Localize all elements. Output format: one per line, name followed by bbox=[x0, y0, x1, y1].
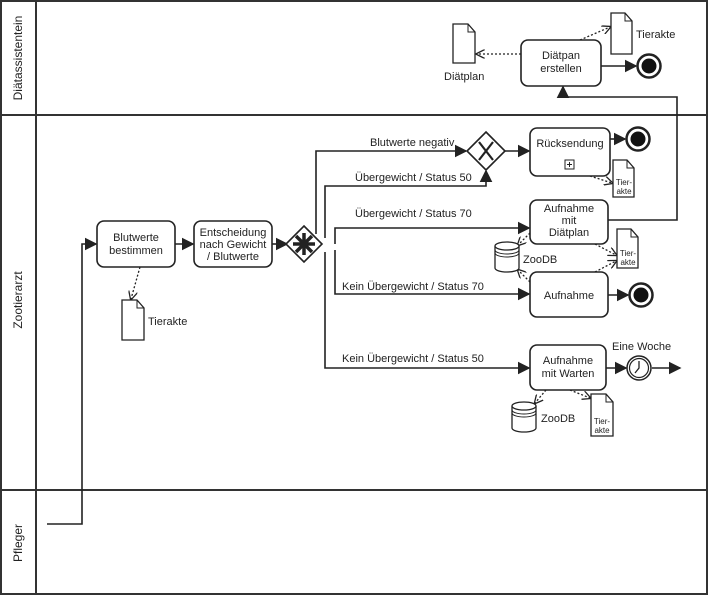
datastore-zoodb: ZooDB bbox=[511, 401, 575, 433]
lane-label-pfleger: Pfleger bbox=[11, 524, 25, 562]
timer-label: Eine Woche bbox=[612, 341, 671, 353]
lane-label-zootierarzt: Zootierarzt bbox=[11, 271, 25, 329]
end-event bbox=[625, 126, 651, 152]
flow-label-blutwerte-negativ: Blutwerte negativ bbox=[370, 137, 455, 149]
asterisk-icon bbox=[293, 233, 315, 255]
end-event bbox=[636, 53, 662, 79]
svg-text:Diätplan: Diätplan bbox=[444, 71, 484, 83]
sequence-flows bbox=[47, 59, 682, 525]
document-diaetplan: Diätplan bbox=[444, 23, 484, 83]
flow-label-kein-uebergewicht-70: Kein Übergewicht / Status 70 bbox=[342, 281, 484, 293]
document-tierakte: Tier-akte bbox=[590, 393, 614, 437]
document-tierakte: Tierakte bbox=[610, 12, 675, 55]
lane-label-diaetassistentin: Diätassistentein bbox=[11, 16, 25, 101]
flow-label-uebergewicht-50: Übergewicht / Status 50 bbox=[355, 172, 472, 184]
x-icon bbox=[478, 141, 494, 161]
document-tierakte: Tier-akte bbox=[616, 228, 639, 269]
svg-text:Rücksendung: Rücksendung bbox=[536, 138, 603, 150]
subprocess-ruecksendung[interactable]: Rücksendung bbox=[529, 127, 611, 177]
svg-text:Tier-akte: Tier-akte bbox=[616, 178, 632, 196]
task-aufnahme[interactable]: Aufnahme bbox=[529, 271, 609, 318]
complex-gateway[interactable] bbox=[284, 224, 324, 264]
associations bbox=[131, 27, 616, 403]
svg-text:Tier-akte: Tier-akte bbox=[620, 249, 636, 267]
svg-text:ZooDB: ZooDB bbox=[541, 413, 575, 425]
flow-label-kein-uebergewicht-50: Kein Übergewicht / Status 50 bbox=[342, 353, 484, 365]
svg-text:Tierakte: Tierakte bbox=[148, 316, 187, 328]
clock-icon bbox=[634, 361, 640, 374]
exclusive-gateway[interactable] bbox=[465, 130, 507, 172]
svg-text:Aufnahme: Aufnahme bbox=[544, 290, 594, 302]
svg-text:Tier-akte: Tier-akte bbox=[594, 417, 610, 435]
datastore-zoodb: ZooDB bbox=[494, 241, 557, 273]
end-event bbox=[628, 282, 654, 308]
timer-event: Eine Woche bbox=[612, 341, 671, 381]
svg-text:ZooDB: ZooDB bbox=[523, 254, 557, 266]
subprocess-plus-icon bbox=[564, 159, 575, 170]
svg-text:Tierakte: Tierakte bbox=[636, 29, 675, 41]
document-tierakte: Tier-akte bbox=[612, 159, 635, 198]
document-tierakte: Tierakte bbox=[121, 299, 187, 341]
flow-label-uebergewicht-70: Übergewicht / Status 70 bbox=[355, 208, 472, 220]
